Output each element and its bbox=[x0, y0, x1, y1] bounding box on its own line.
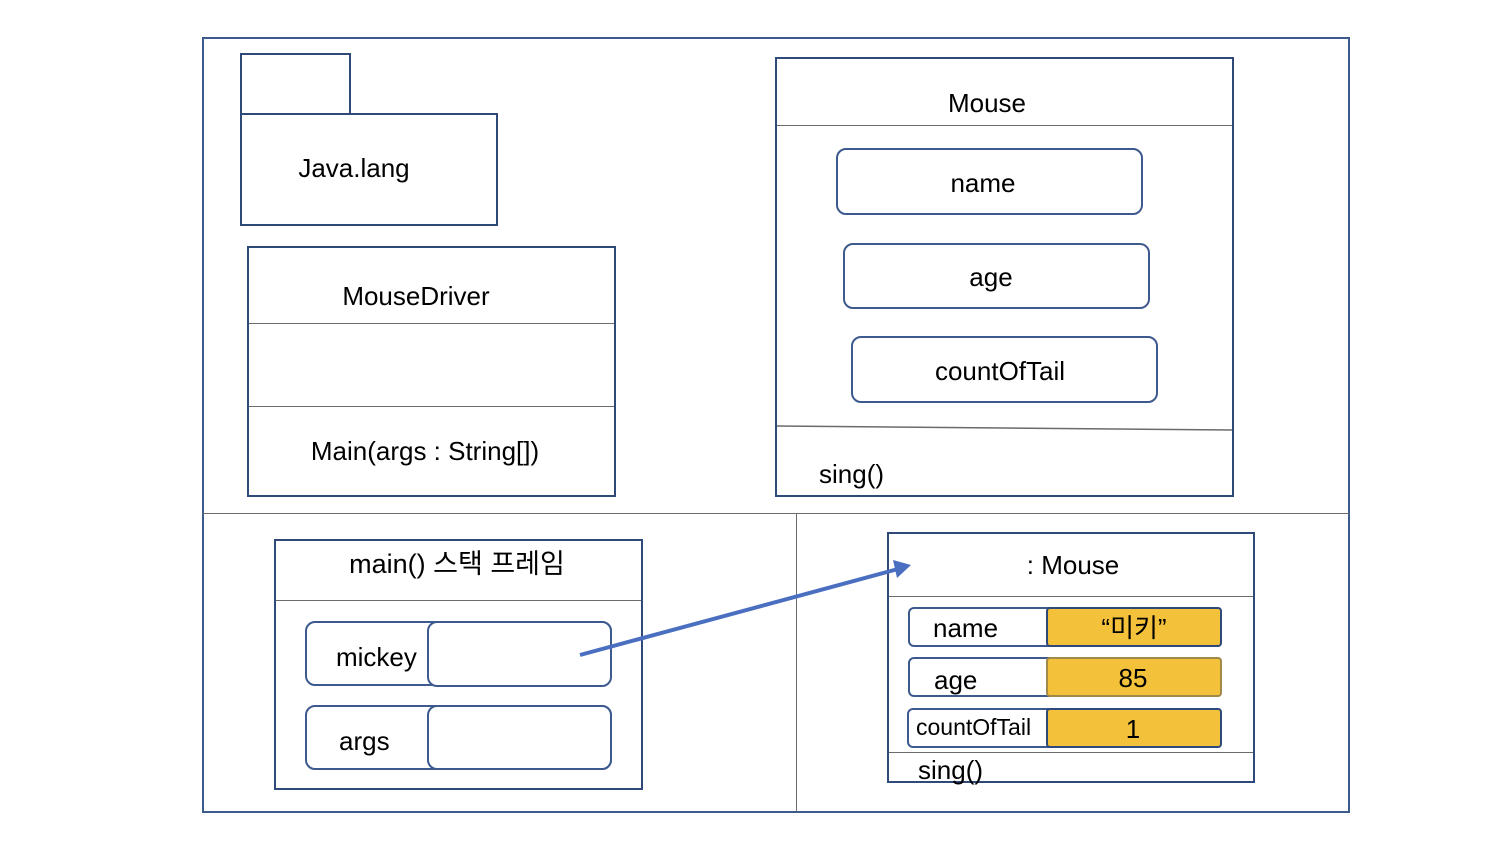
mouse-class-method: sing() bbox=[819, 459, 885, 489]
mouse-field-label: age bbox=[969, 262, 1013, 292]
mouse-class-box bbox=[775, 57, 1234, 497]
mousedriver-method: Main(args : String[]) bbox=[310, 436, 540, 466]
mouse-object-name-divider bbox=[889, 596, 1253, 597]
object-field-value-box bbox=[1046, 708, 1222, 748]
mouse-object-box bbox=[887, 532, 1255, 783]
mouse-class-name: Mouse bbox=[947, 88, 1027, 118]
mousedriver-name-divider bbox=[249, 323, 614, 324]
mousedriver-class-name: MouseDriver bbox=[342, 281, 490, 311]
mousedriver-attr-divider bbox=[249, 406, 614, 407]
object-field-value-box bbox=[1046, 607, 1222, 647]
stack-var-label: args bbox=[339, 726, 390, 756]
object-field-value: 85 bbox=[1118, 663, 1148, 693]
object-field-name: name bbox=[933, 613, 999, 643]
mousedriver-class-box bbox=[247, 246, 616, 497]
horizontal-divider bbox=[202, 513, 1350, 514]
mouse-class-name-divider bbox=[777, 125, 1232, 126]
object-field-value: 1 bbox=[1125, 714, 1141, 744]
package-name: Java.lang bbox=[298, 153, 410, 183]
package-body bbox=[240, 113, 498, 226]
stack-var-label: mickey bbox=[336, 642, 417, 672]
package-tab bbox=[240, 53, 351, 115]
stack-frame-box bbox=[274, 539, 643, 790]
object-field-name: age bbox=[934, 665, 978, 695]
mouse-object-title: : Mouse bbox=[1026, 550, 1120, 580]
stack-frame-title: main() 스택 프레임 bbox=[349, 549, 565, 579]
stack-frame-divider bbox=[276, 600, 641, 601]
mouse-object-method: sing() bbox=[918, 755, 984, 785]
mouse-field-box bbox=[843, 243, 1150, 309]
mouse-field-box bbox=[851, 336, 1158, 403]
object-field-value: “미키” bbox=[1101, 613, 1167, 643]
stack-var-slot bbox=[427, 621, 612, 687]
mouse-object-method-divider bbox=[889, 752, 1253, 753]
mouse-field-label: countOfTail bbox=[934, 356, 1066, 386]
vertical-divider bbox=[796, 514, 797, 812]
object-field-value-box bbox=[1046, 657, 1222, 697]
object-field-name: countOfTail bbox=[916, 714, 1032, 740]
mouse-field-box bbox=[836, 148, 1143, 215]
diagram-frame bbox=[202, 37, 1350, 813]
mouse-field-label: name bbox=[950, 168, 1016, 198]
stack-var-slot bbox=[427, 705, 612, 770]
